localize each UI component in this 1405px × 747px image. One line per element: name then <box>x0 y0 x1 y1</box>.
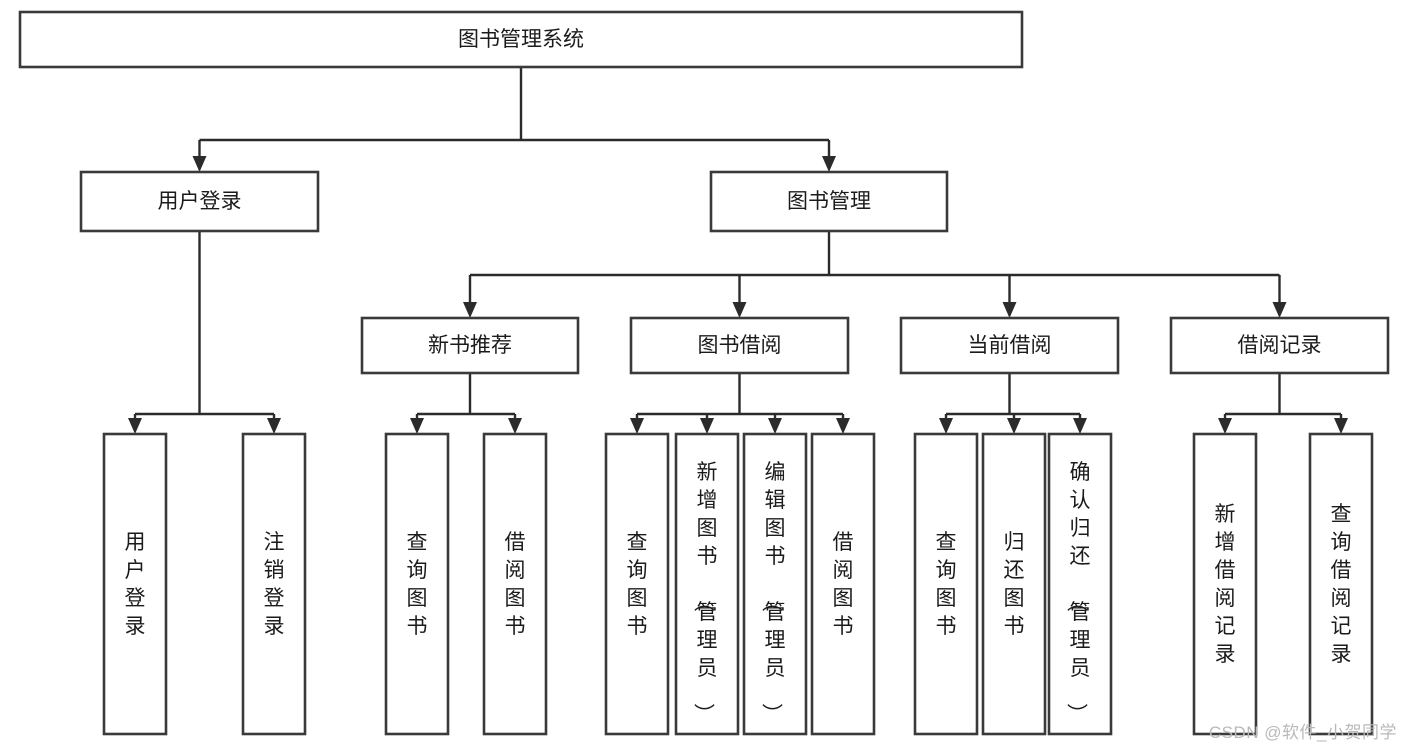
node-box-leaf-user-logout <box>241 432 307 736</box>
node-label-leaf-query-book-borrow: 查询图书 <box>627 531 648 638</box>
arrow-head-icon <box>267 418 281 434</box>
node-box-leaf-query-book-recommend <box>384 432 450 736</box>
arrow-head-icon <box>128 418 142 434</box>
node-label-leaf-query-book-recommend: 查询图书 <box>407 531 428 638</box>
node-box-leaf-add-borrow-record <box>1192 432 1258 736</box>
node-label-root: 图书管理系统 <box>458 28 584 51</box>
node-box-book-management <box>709 170 949 233</box>
arrow-head-icon <box>410 418 424 434</box>
arrow-head-icon <box>630 418 644 434</box>
node-leaf-confirm-return-admin[interactable]: 确认归还（管理员） <box>1047 432 1113 736</box>
arrow-head-icon <box>836 418 850 434</box>
node-box-leaf-borrow-book <box>810 432 876 736</box>
arrow-head-icon <box>732 302 747 318</box>
node-box-leaf-borrow-book-recommend <box>482 432 548 736</box>
node-label-current-borrow: 当前借阅 <box>968 334 1052 357</box>
node-label-leaf-user-logout: 注销登录 <box>264 531 285 638</box>
node-leaf-add-borrow-record[interactable]: 新增借阅记录 <box>1192 432 1258 736</box>
node-box-borrow-records <box>1169 316 1390 375</box>
node-label-leaf-borrow-book-recommend: 借阅图书 <box>505 531 526 638</box>
node-leaf-return-book[interactable]: 归还图书 <box>981 432 1047 736</box>
node-box-leaf-query-book-borrow <box>604 432 670 736</box>
node-label-leaf-edit-book-admin: 编辑图书（管理员） <box>760 461 786 724</box>
arrow-head-icon <box>1002 302 1017 318</box>
node-label-user-login: 用户登录 <box>158 190 242 213</box>
csdn-watermark: CSDN @软件_小贺同学 <box>1208 723 1397 742</box>
arrow-head-icon <box>192 156 207 172</box>
node-label-leaf-add-book-admin: 新增图书（管理员） <box>692 461 718 724</box>
node-box-leaf-return-book <box>981 432 1047 736</box>
node-label-new-book-recommend: 新书推荐 <box>428 334 512 357</box>
node-leaf-query-book-recommend[interactable]: 查询图书 <box>384 432 450 736</box>
node-book-borrow[interactable]: 图书借阅 <box>629 316 850 375</box>
arrow-head-icon <box>508 418 522 434</box>
nodes-layer: 图书管理系统用户登录图书管理新书推荐图书借阅当前借阅借阅记录用户登录注销登录查询… <box>18 10 1390 736</box>
node-book-management[interactable]: 图书管理 <box>709 170 949 233</box>
arrow-head-icon <box>768 418 782 434</box>
node-current-borrow[interactable]: 当前借阅 <box>899 316 1120 375</box>
node-box-leaf-query-borrow-record <box>1308 432 1374 736</box>
node-label-book-management: 图书管理 <box>787 190 871 213</box>
node-box-new-book-recommend <box>360 316 580 375</box>
node-box-leaf-confirm-return-admin <box>1047 432 1113 736</box>
arrow-head-icon <box>1073 418 1087 434</box>
node-user-login[interactable]: 用户登录 <box>79 170 320 233</box>
arrow-head-icon <box>700 418 714 434</box>
node-leaf-borrow-book[interactable]: 借阅图书 <box>810 432 876 736</box>
node-box-user-login <box>79 170 320 233</box>
node-leaf-user-logout[interactable]: 注销登录 <box>241 432 307 736</box>
node-box-leaf-add-book-admin <box>674 432 740 736</box>
node-label-borrow-records: 借阅记录 <box>1238 334 1322 357</box>
node-borrow-records[interactable]: 借阅记录 <box>1169 316 1390 375</box>
node-label-leaf-borrow-book: 借阅图书 <box>833 531 854 638</box>
node-leaf-user-login[interactable]: 用户登录 <box>102 432 168 736</box>
node-root[interactable]: 图书管理系统 <box>18 10 1024 69</box>
node-leaf-edit-book-admin[interactable]: 编辑图书（管理员） <box>742 432 808 736</box>
arrow-head-icon <box>1218 418 1232 434</box>
node-label-leaf-user-login: 用户登录 <box>125 531 146 638</box>
connectors-layer <box>128 67 1348 434</box>
arrow-head-icon <box>463 302 477 318</box>
node-new-book-recommend[interactable]: 新书推荐 <box>360 316 580 375</box>
arrow-head-icon <box>939 418 953 434</box>
node-leaf-query-book-current[interactable]: 查询图书 <box>913 432 979 736</box>
node-box-book-borrow <box>629 316 850 375</box>
node-box-current-borrow <box>899 316 1120 375</box>
node-label-leaf-query-borrow-record: 查询借阅记录 <box>1331 503 1352 666</box>
arrow-head-icon <box>1334 418 1348 434</box>
node-label-leaf-return-book: 归还图书 <box>1004 531 1025 638</box>
node-leaf-query-borrow-record[interactable]: 查询借阅记录 <box>1308 432 1374 736</box>
node-label-leaf-query-book-current: 查询图书 <box>936 531 957 638</box>
node-leaf-add-book-admin[interactable]: 新增图书（管理员） <box>674 432 740 736</box>
node-box-leaf-edit-book-admin <box>742 432 808 736</box>
node-label-leaf-add-borrow-record: 新增借阅记录 <box>1215 503 1236 666</box>
node-label-leaf-confirm-return-admin: 确认归还（管理员） <box>1065 461 1091 724</box>
arrow-head-icon <box>1272 302 1287 318</box>
node-box-leaf-query-book-current <box>913 432 979 736</box>
arrow-head-icon <box>822 156 836 172</box>
node-leaf-query-book-borrow[interactable]: 查询图书 <box>604 432 670 736</box>
node-label-book-borrow: 图书借阅 <box>698 334 782 357</box>
node-leaf-borrow-book-recommend[interactable]: 借阅图书 <box>482 432 548 736</box>
node-box-root <box>18 10 1024 69</box>
arrow-head-icon <box>1007 418 1021 434</box>
node-box-leaf-user-login <box>102 432 168 736</box>
